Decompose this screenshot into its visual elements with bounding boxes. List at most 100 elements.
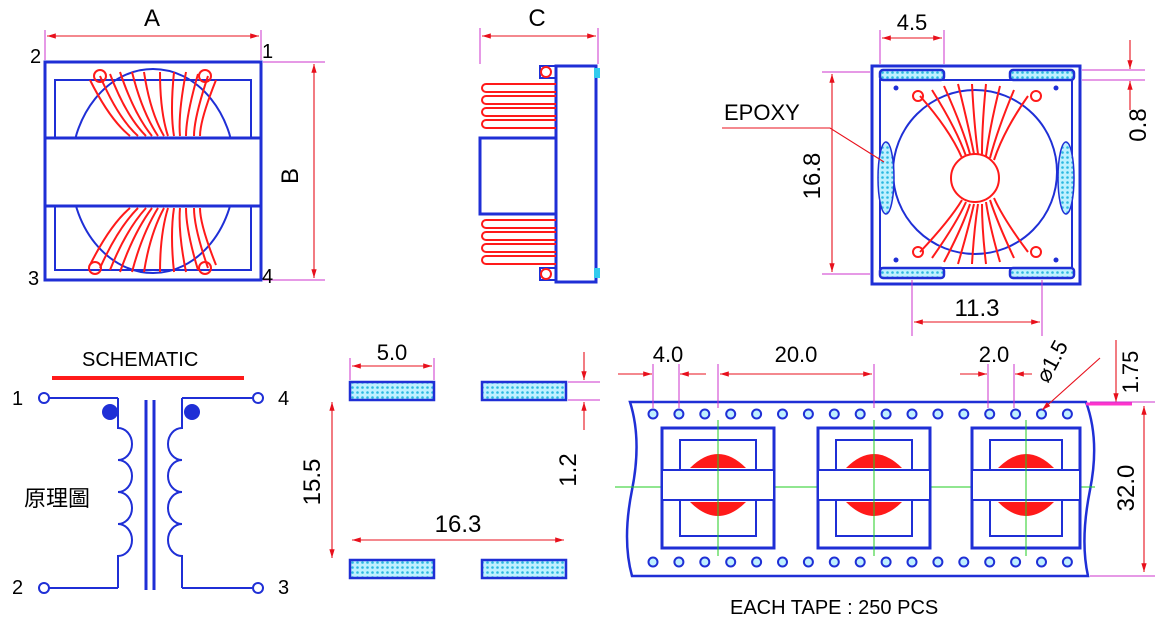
tape-pocket-2 (816, 420, 932, 556)
top-winding-lower (912, 197, 1042, 265)
schematic-title: SCHEMATIC (82, 349, 198, 371)
hole-dia-label: ⌀1.5 (1030, 336, 1073, 386)
schematic-pin-2: 2 (12, 577, 23, 599)
sprocket-row-top (647, 408, 1073, 420)
tape-pocket-3 (970, 420, 1082, 556)
sprocket-row-bottom (647, 556, 1073, 568)
sprocket-hole (958, 556, 970, 568)
sprocket-hole (751, 556, 763, 568)
top-outline (870, 64, 1082, 286)
dim-tape-width-label: 32.0 (1113, 465, 1140, 512)
schematic-transformer (38, 392, 264, 594)
sprocket-hole (906, 408, 918, 420)
side-body (554, 64, 598, 284)
front-center-band (43, 136, 263, 208)
sprocket-hole (984, 556, 996, 568)
sprocket-hole (828, 556, 840, 568)
sprocket-hole (1061, 408, 1073, 420)
schematic: SCHEMATIC 原理圖 1 2 3 4 (12, 349, 289, 599)
top-pad-tl (878, 68, 946, 82)
sprocket-hole (1061, 556, 1073, 568)
sprocket-hole (854, 556, 866, 568)
polarity-dot-left (102, 404, 118, 420)
sprocket-hole (1036, 408, 1047, 420)
epoxy-right (1057, 141, 1075, 215)
epoxy-leader (722, 127, 885, 163)
sprocket-hole (958, 408, 970, 420)
sprocket-hole (880, 408, 892, 420)
sprocket-hole (673, 556, 685, 568)
front-winding-bottom (88, 207, 217, 275)
sprocket-hole (751, 408, 763, 420)
sprocket-hole (647, 408, 659, 420)
sprocket-hole (699, 556, 711, 568)
sprocket-hole (777, 556, 788, 568)
tape-pocket-1 (660, 420, 776, 556)
top-pad-bl (878, 266, 946, 280)
side-winding-top (481, 66, 556, 129)
front-pin-4: 4 (262, 266, 273, 288)
dim-span-label: 11.3 (955, 295, 1000, 322)
sprocket-hole (802, 408, 814, 420)
sprocket-hole (828, 408, 840, 420)
schematic-pin-3: 3 (278, 577, 289, 599)
epoxy-left (877, 141, 895, 215)
side-view: C (478, 5, 600, 284)
sprocket-hole (699, 408, 711, 420)
sprocket-hole (802, 556, 814, 568)
top-view: 4.5 16.8 0.8 11.3 EPOXY (722, 10, 1152, 336)
sprocket-hole (777, 408, 788, 420)
dim-a-label: A (144, 5, 160, 32)
footprint-pad-br (480, 558, 568, 580)
front-view: A B 2 1 3 4 (28, 5, 325, 290)
top-center-hole (950, 153, 1000, 203)
sprocket-hole (880, 556, 892, 568)
schematic-pin-4: 4 (278, 388, 289, 410)
sprocket-hole (647, 556, 659, 568)
dim-width-label: 4.5 (897, 10, 928, 35)
dim-edge-label: 1.75 (1118, 351, 1143, 394)
pad-footprint: 5.0 15.5 16.3 1.2 (299, 340, 600, 580)
dim-small-label: 2.0 (979, 342, 1010, 367)
dim-pocket-pitch-label: 20.0 (775, 342, 818, 367)
sprocket-hole (1036, 556, 1047, 568)
front-pin-1: 1 (262, 41, 273, 63)
hole-dia-leader (1041, 357, 1101, 411)
schematic-caption: 原理圖 (24, 486, 90, 511)
side-core (478, 136, 558, 216)
top-frame (879, 79, 1073, 269)
dim-pad-gap-label: 1.2 (555, 453, 582, 486)
dim-height-label: 16.8 (799, 153, 826, 200)
dim-pad-pitch-label: 15.5 (299, 459, 326, 506)
dim-c-label: C (528, 5, 545, 32)
dim-pad-width-label: 5.0 (377, 340, 408, 365)
sprocket-hole (1010, 556, 1022, 568)
sprocket-hole (984, 408, 996, 420)
sprocket-hole (725, 556, 737, 568)
schematic-pin-1: 1 (12, 388, 23, 410)
sprocket-hole (932, 556, 944, 568)
top-pad-tr (1008, 68, 1076, 82)
dim-pad-span-label: 16.3 (435, 511, 482, 538)
footprint-pad-bl (348, 558, 436, 580)
tape-reel: 4.0 20.0 2.0 ⌀1.5 1.75 32.0 EACH TAPE : … (615, 336, 1155, 619)
sprocket-hole (932, 408, 944, 420)
front-winding-top (89, 69, 217, 137)
side-winding-bottom (481, 219, 556, 280)
front-pin-2: 2 (30, 46, 41, 68)
epoxy-label: EPOXY (724, 100, 800, 125)
sprocket-hole (673, 408, 685, 420)
sprocket-hole (854, 408, 866, 420)
dim-sprocket-pitch-label: 4.0 (653, 342, 684, 367)
footprint-pad-tl (348, 380, 436, 402)
sprocket-hole (906, 556, 918, 568)
dim-gap-label: 0.8 (1125, 108, 1152, 141)
front-pin-3: 3 (28, 268, 39, 290)
top-pad-br (1008, 266, 1076, 280)
footprint-pad-tr (480, 380, 568, 402)
dim-b-label: B (277, 168, 304, 184)
sprocket-hole (725, 408, 737, 420)
tape-caption: EACH TAPE : 250 PCS (730, 597, 938, 619)
sprocket-hole (1010, 408, 1022, 420)
